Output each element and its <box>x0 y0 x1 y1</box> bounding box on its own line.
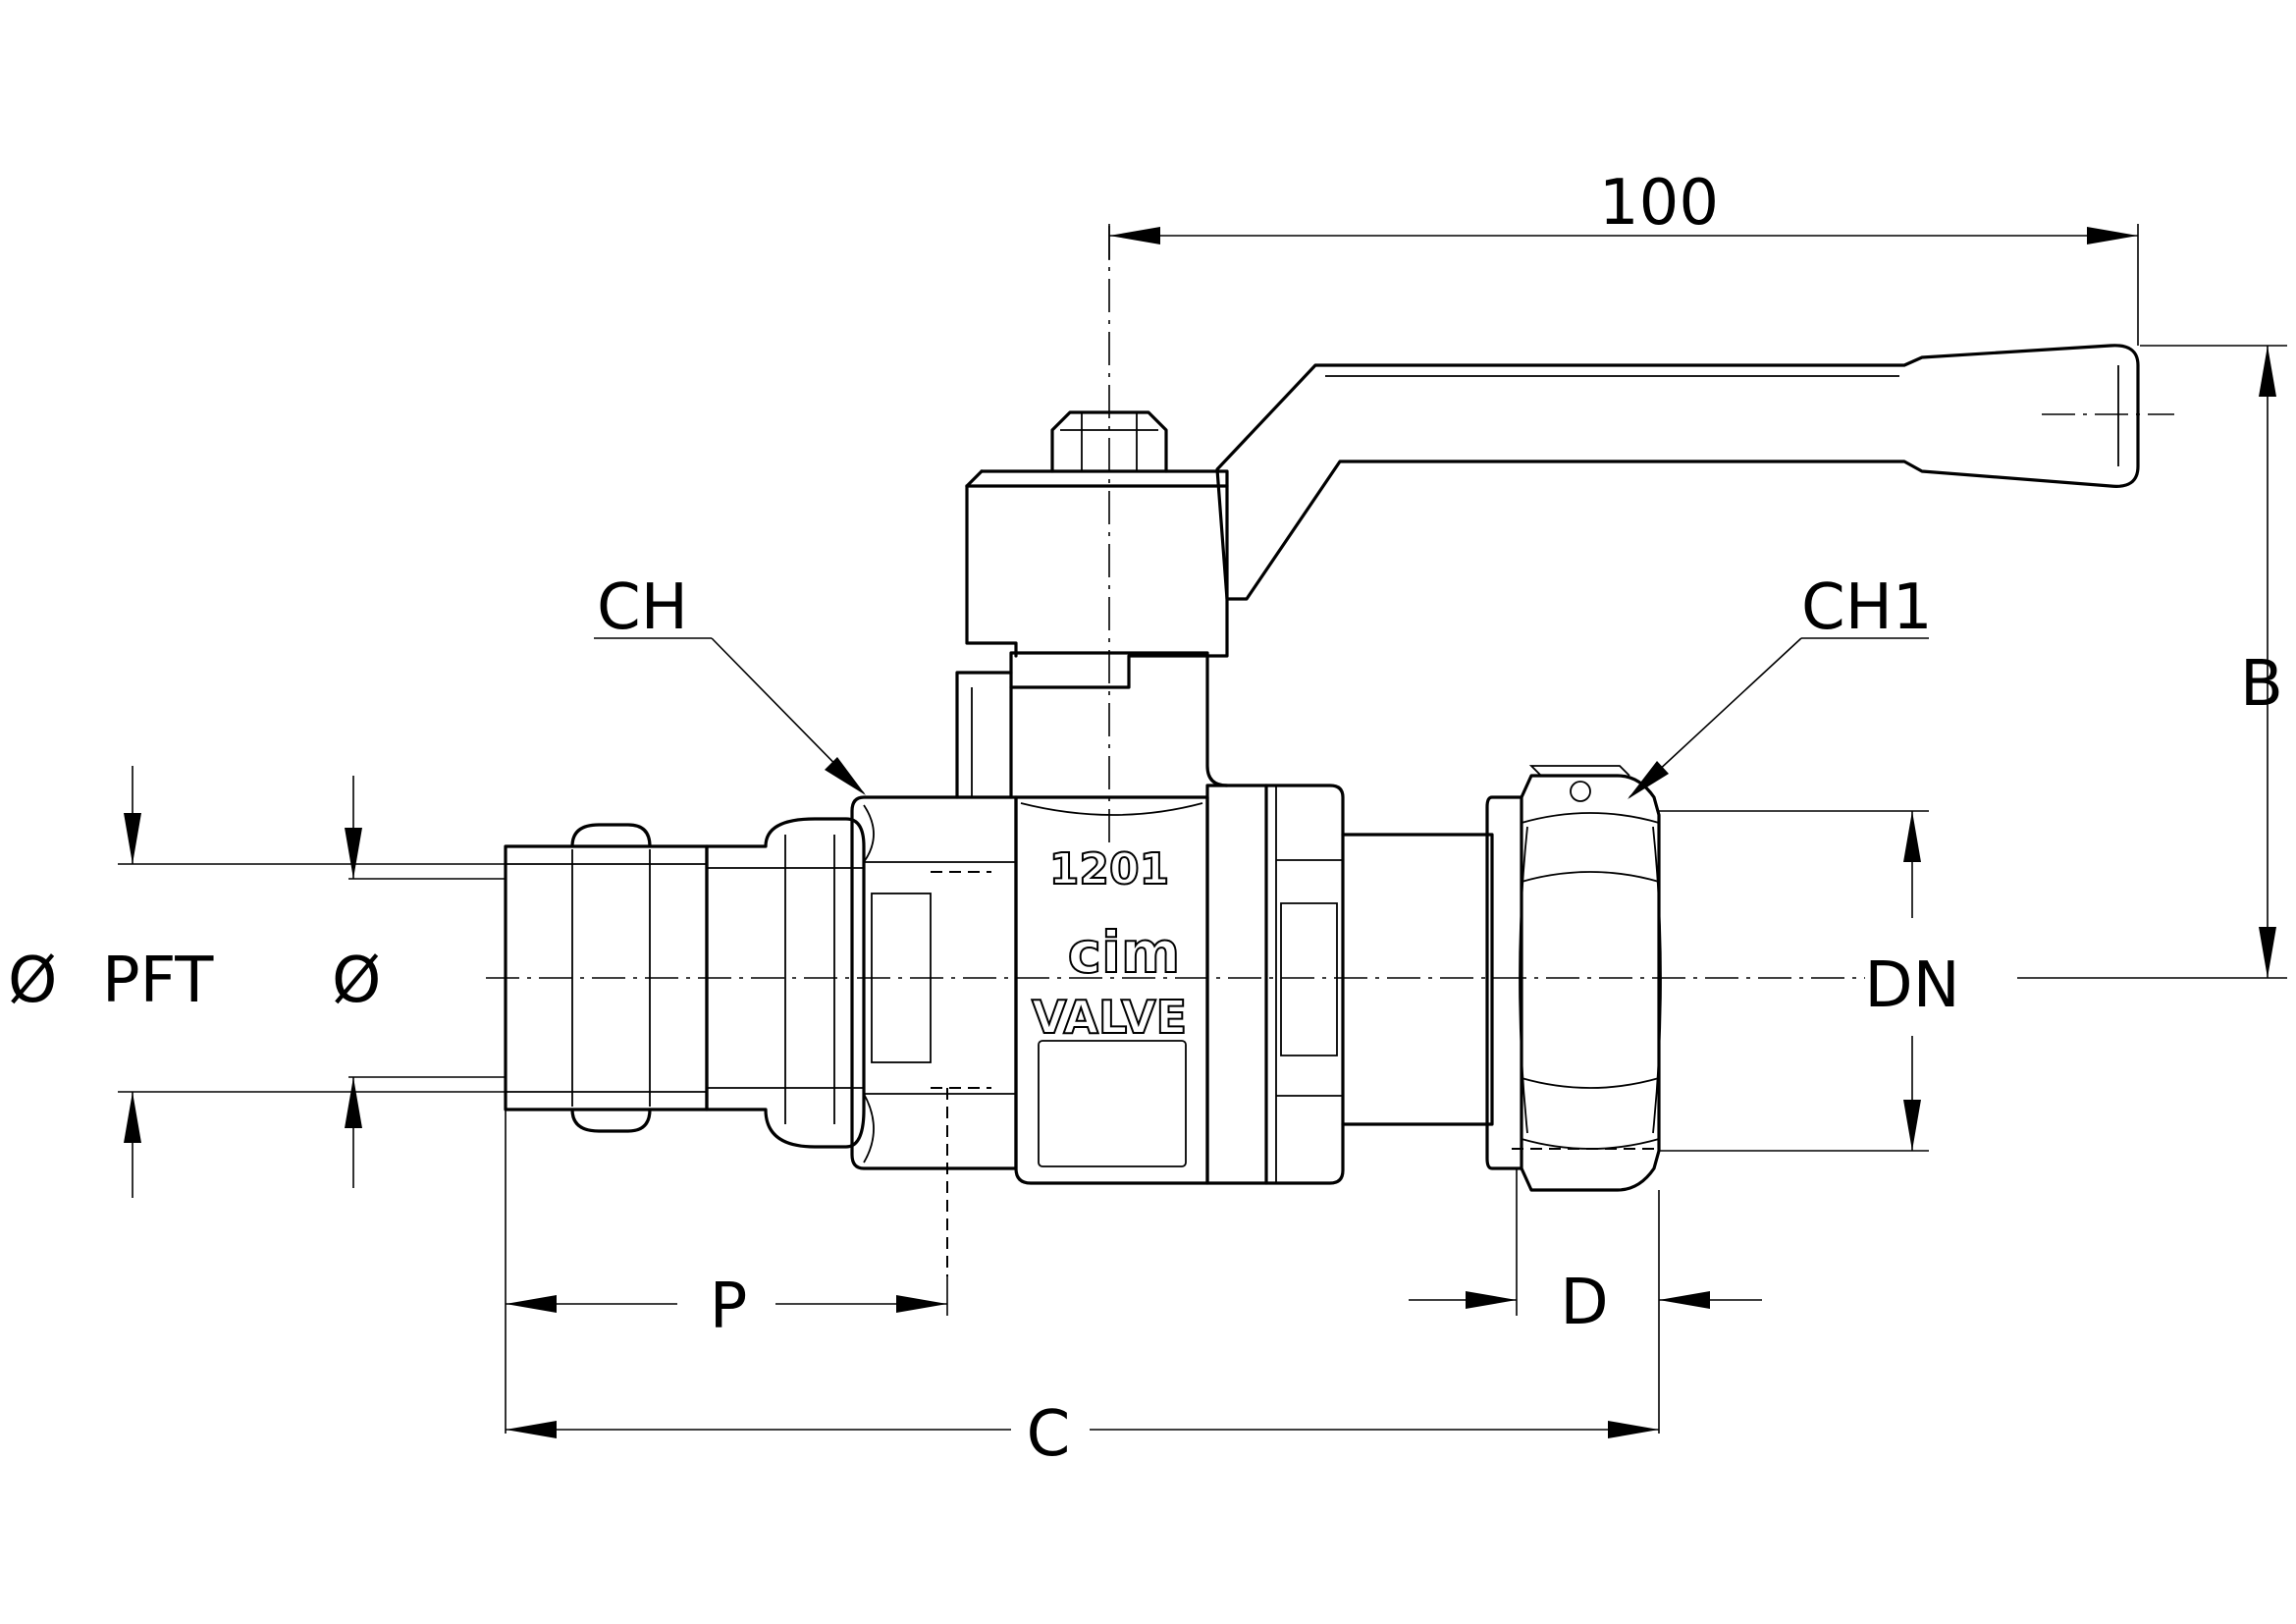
dimension-label-pft: PFT <box>102 945 214 1017</box>
dimension-body-hex: CH <box>594 571 866 795</box>
dimension-nut-hex: CH1 <box>1628 571 1933 799</box>
dimension-label-ch1: CH1 <box>1801 571 1933 644</box>
dimension-label-dn: DN <box>1864 949 1959 1022</box>
dimension-nominal-diameter: DN <box>1659 810 1960 1152</box>
bonnet-and-stem <box>955 410 1229 799</box>
dimension-label-100: 100 <box>1599 167 1719 240</box>
dimension-label-c: C <box>1027 1398 1071 1471</box>
dimension-lever-length: 100 <box>1108 167 2139 346</box>
dimension-press-depth: P <box>505 1110 948 1434</box>
dimension-label-p: P <box>710 1271 748 1343</box>
body-marking: 1201 cim VALVE <box>1031 843 1188 1045</box>
dimension-pipe-diameter: Ø <box>332 776 506 1188</box>
dimension-label-outer-diameter: Ø <box>8 945 57 1017</box>
brand-marking: cim <box>1068 919 1181 986</box>
dimension-nut-depth: D <box>1409 1168 1762 1434</box>
dimension-label-pipe-diameter: Ø <box>332 945 381 1017</box>
press-fitting <box>504 817 866 1149</box>
valve-word-marking: VALVE <box>1032 991 1187 1044</box>
dimension-label-ch: CH <box>597 571 688 644</box>
dimension-overall-length: C <box>506 1398 1659 1471</box>
dimension-label-b: B <box>2240 648 2283 721</box>
dimension-label-d: D <box>1560 1267 1608 1339</box>
valve-body <box>850 784 1494 1276</box>
size-marking: 1201 <box>1049 844 1169 894</box>
union-nut <box>1485 765 1662 1192</box>
dimension-pipe-outer-diameter: Ø <box>8 766 506 1198</box>
dimension-height: B <box>2017 345 2287 979</box>
lever-handle <box>1215 344 2140 601</box>
